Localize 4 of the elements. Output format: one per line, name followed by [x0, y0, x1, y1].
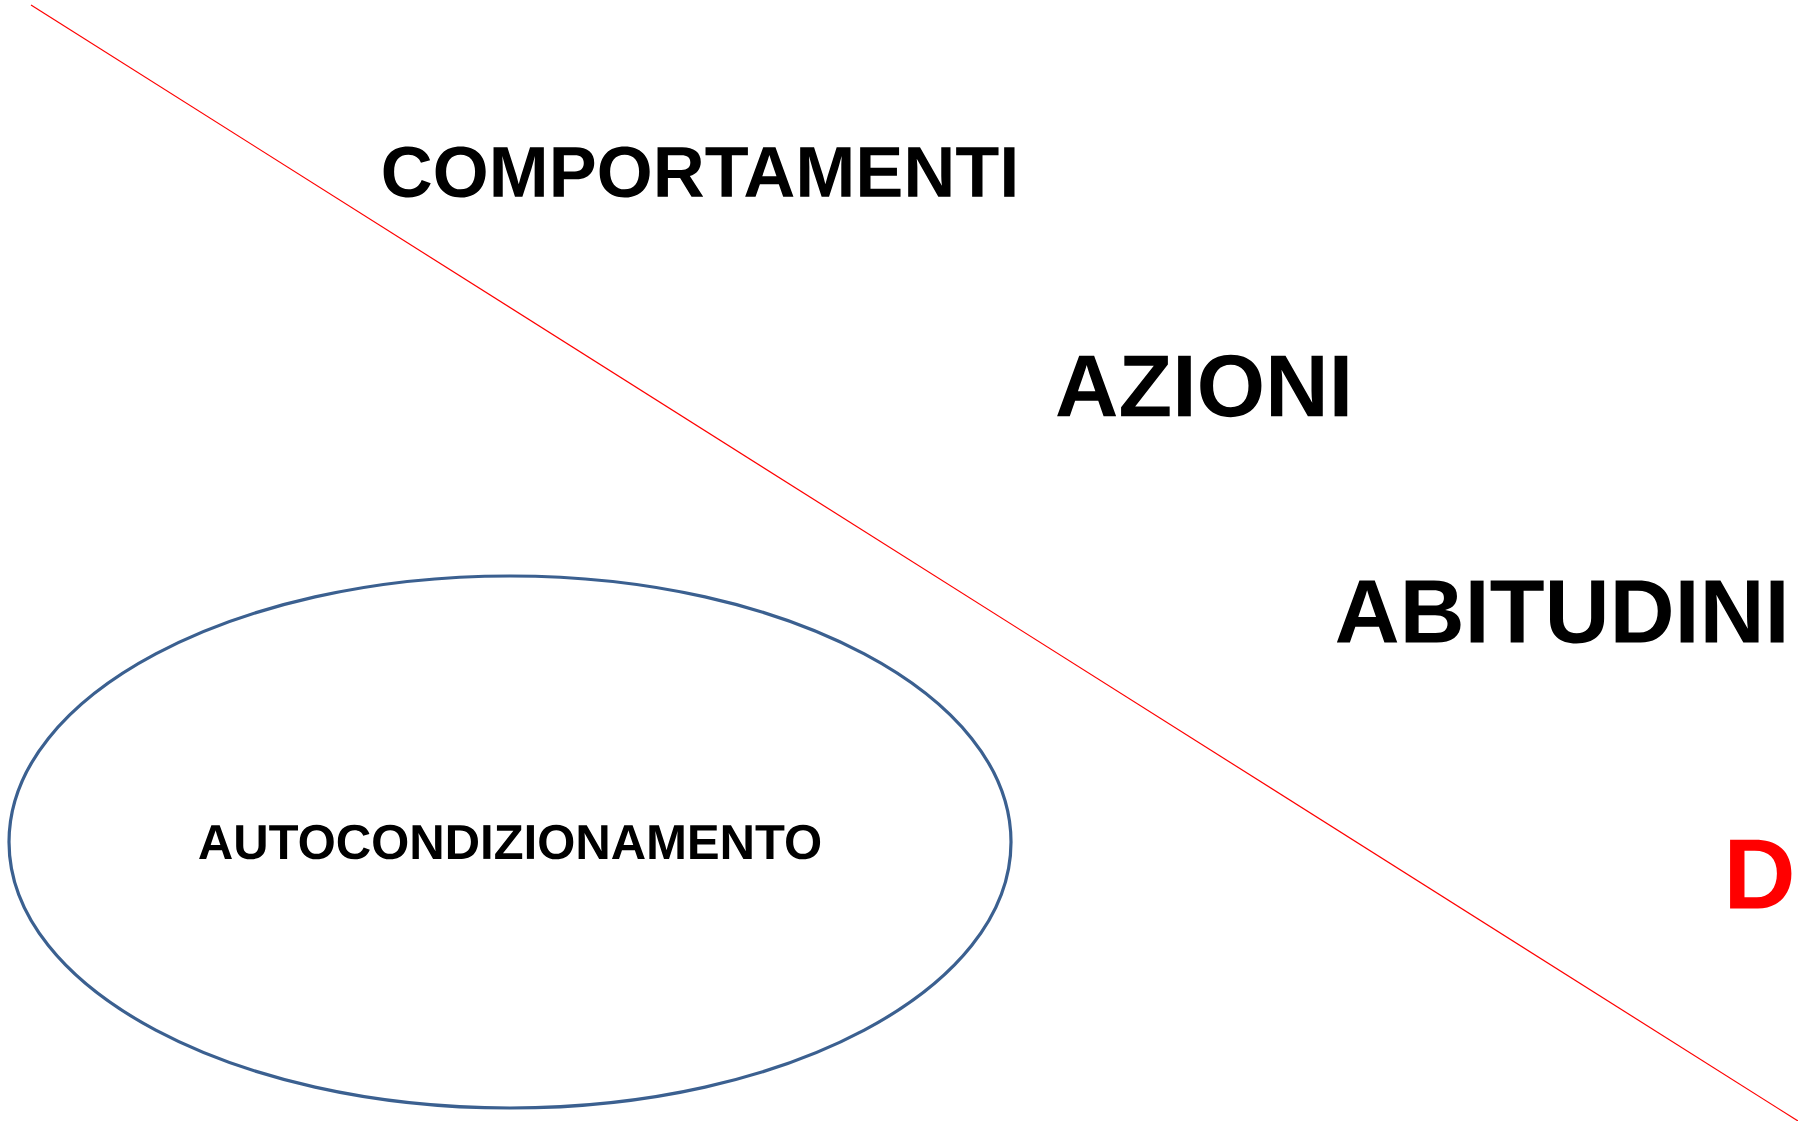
label-text: D	[1730, 839, 1792, 909]
label-text: COMPORTAMENTI	[383, 146, 1015, 198]
label-text: ABITUDINI	[1336, 580, 1784, 644]
label-text: AZIONI	[1057, 354, 1348, 418]
